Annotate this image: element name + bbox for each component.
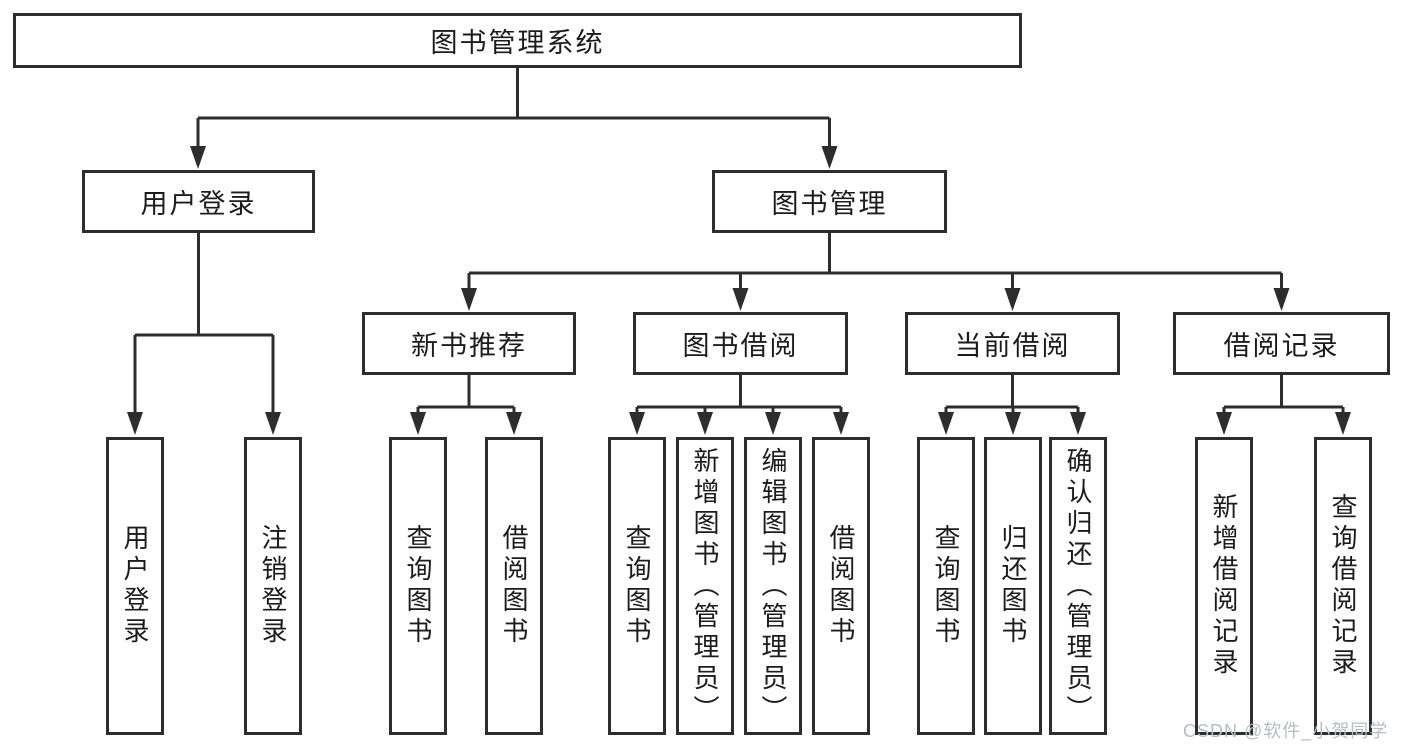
leaf-logout: 注销登录 — [244, 437, 302, 735]
node-label: 用户登录 — [140, 189, 257, 219]
csdn-watermark: CSDN @软件_小贺同学 — [1183, 721, 1389, 741]
node-label: 当前借阅 — [954, 331, 1071, 361]
node-label: 查询图书 — [403, 524, 433, 648]
leaf-query-books-3: 查询图书 — [917, 437, 975, 735]
node-root-system: 图书管理系统 — [13, 13, 1022, 68]
leaf-confirm-return-admin: 确认归还（管理员） — [1049, 437, 1107, 735]
node-label: 注销登录 — [258, 524, 288, 648]
leaf-add-books-admin: 新增图书（管理员） — [676, 437, 734, 735]
leaf-query-books-2: 查询图书 — [608, 437, 666, 735]
node-borrow-records: 借阅记录 — [1173, 312, 1390, 375]
node-label: 图书管理 — [771, 189, 888, 219]
leaf-query-borrow-record: 查询借阅记录 — [1314, 437, 1372, 735]
node-label: 查询图书 — [622, 524, 652, 648]
leaf-add-borrow-record: 新增借阅记录 — [1195, 437, 1253, 735]
leaf-user-login: 用户登录 — [106, 437, 164, 735]
node-user-login: 用户登录 — [82, 170, 315, 233]
node-label: 查询借阅记录 — [1328, 493, 1358, 679]
node-book-borrow: 图书借阅 — [633, 312, 848, 375]
leaf-borrow-books-1: 借阅图书 — [485, 437, 543, 735]
node-label: 新书推荐 — [411, 331, 527, 361]
node-label: 归还图书 — [998, 524, 1028, 648]
node-label: 新增借阅记录 — [1209, 493, 1239, 679]
leaf-borrow-books-2: 借阅图书 — [812, 437, 870, 735]
node-label: 查询图书 — [931, 524, 961, 648]
leaf-return-books: 归还图书 — [984, 437, 1042, 735]
node-label: 新增图书（管理员） — [690, 446, 720, 726]
node-label: 图书借阅 — [682, 331, 799, 361]
node-label: 用户登录 — [120, 524, 150, 648]
leaf-edit-books-admin: 编辑图书（管理员） — [744, 437, 802, 735]
node-label: 图书管理系统 — [430, 28, 605, 58]
node-label: 借阅图书 — [499, 524, 529, 648]
node-current-borrow: 当前借阅 — [905, 312, 1120, 375]
node-new-book-recommend: 新书推荐 — [362, 312, 576, 375]
node-label: 编辑图书（管理员） — [758, 446, 788, 726]
node-label: 确认归还（管理员） — [1063, 446, 1093, 726]
node-label: 借阅记录 — [1223, 331, 1340, 361]
node-label: 借阅图书 — [826, 524, 856, 648]
node-book-management: 图书管理 — [712, 170, 947, 233]
leaf-query-books-1: 查询图书 — [389, 437, 447, 735]
